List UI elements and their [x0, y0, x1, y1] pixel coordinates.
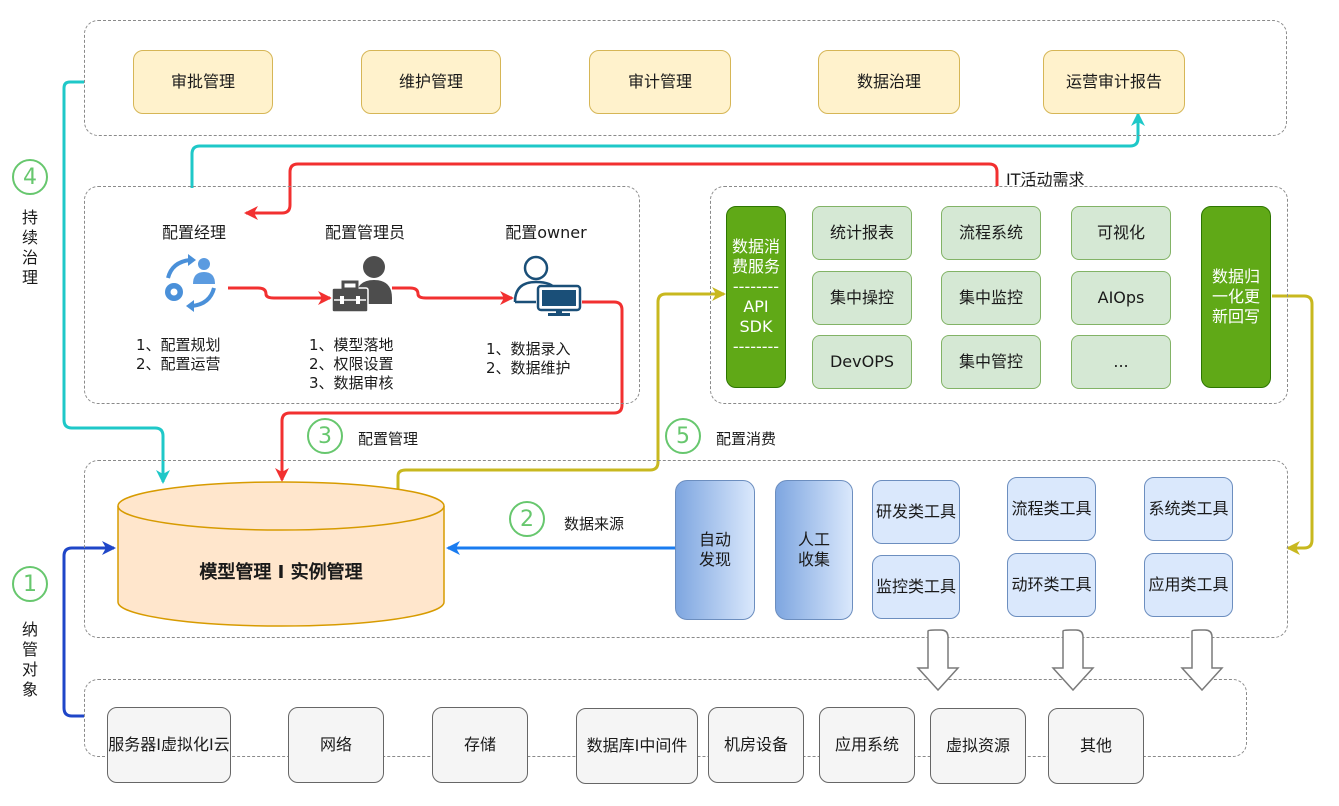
step-5-badge: 5: [665, 418, 701, 454]
tool-system[interactable]: 系统类工具: [1144, 477, 1233, 541]
consumer-central-control[interactable]: 集中管控: [941, 335, 1041, 389]
cmdb-database-label: 模型管理 I 实例管理: [199, 562, 363, 583]
object-datacenter-equipment[interactable]: 机房设备: [708, 707, 804, 783]
tool-application[interactable]: 应用类工具: [1144, 553, 1233, 617]
role-title-config-owner: 配置owner: [505, 223, 587, 242]
consumer-central-operation[interactable]: 集中操控: [812, 271, 912, 325]
consumer-aiops[interactable]: AIOps: [1071, 271, 1171, 325]
consumer-central-monitoring[interactable]: 集中监控: [941, 271, 1041, 325]
cmdb-database[interactable]: 模型管理 I 实例管理: [116, 480, 446, 630]
it-demand-label: IT活动需求: [1006, 170, 1085, 189]
object-application-system[interactable]: 应用系统: [819, 707, 915, 783]
role-title-config-admin: 配置管理员: [324, 223, 405, 242]
consumer-workflow-system[interactable]: 流程系统: [941, 206, 1041, 260]
manager-cycle-icon: [160, 252, 222, 314]
tool-rnd[interactable]: 研发类工具: [872, 480, 960, 544]
governance-item-ops-audit-report[interactable]: 运营审计报告: [1043, 50, 1185, 114]
data-consumption-service[interactable]: 数据消 费服务 -------- API SDK --------: [726, 206, 786, 388]
flow-1-label: 纳 管 对 象: [21, 620, 38, 699]
role-title-config-manager: 配置经理: [161, 223, 226, 242]
governance-item-maintenance[interactable]: 维护管理: [361, 50, 501, 114]
data-consumption-service-label: 数据消 费服务 -------- API SDK --------: [731, 237, 780, 356]
role-duties-config-owner: 1、数据录入 2、数据维护: [486, 340, 571, 377]
object-network[interactable]: 网络: [288, 707, 384, 783]
object-virtual-resource[interactable]: 虚拟资源: [930, 708, 1026, 784]
source-manual-collection[interactable]: 人工 收集: [775, 480, 853, 620]
governance-item-approval[interactable]: 审批管理: [133, 50, 273, 114]
object-others[interactable]: 其他: [1048, 708, 1144, 784]
roles-group: [84, 186, 640, 404]
step-2-badge: 2: [509, 501, 545, 537]
object-server-virtual-cloud[interactable]: 服务器I虚拟化I云: [107, 707, 231, 783]
step-1-badge: 1: [12, 566, 48, 602]
governance-item-data-governance[interactable]: 数据治理: [818, 50, 960, 114]
flow-2-label: 数据来源: [564, 515, 625, 533]
source-auto-discovery[interactable]: 自动 发现: [675, 480, 755, 620]
tool-monitoring[interactable]: 监控类工具: [872, 555, 960, 619]
governance-group: [84, 20, 1287, 136]
source-manual-collection-label: 人工 收集: [797, 530, 830, 569]
consumption-group: [710, 186, 1288, 404]
consumer-devops[interactable]: DevOPS: [812, 335, 912, 389]
data-writeback[interactable]: 数据归 一化更 新回写: [1201, 206, 1271, 388]
core-group: [84, 460, 1288, 638]
admin-toolbox-icon: [330, 254, 396, 314]
source-auto-discovery-label: 自动 发现: [698, 530, 731, 569]
object-database-middleware[interactable]: 数据库I中间件: [576, 708, 698, 784]
flow-4-label: 持 续 治 理: [21, 208, 38, 287]
role-duties-config-manager: 1、配置规划 2、配置运营: [136, 336, 221, 373]
object-storage[interactable]: 存储: [432, 707, 528, 783]
consumer-more[interactable]: ...: [1071, 335, 1171, 389]
consumer-stat-report[interactable]: 统计报表: [812, 206, 912, 260]
step-4-badge: 4: [12, 159, 48, 195]
step-3-badge: 3: [307, 418, 343, 454]
flow-3-label: 配置管理: [358, 430, 419, 448]
governance-item-audit[interactable]: 审计管理: [589, 50, 731, 114]
tool-workflow[interactable]: 流程类工具: [1007, 477, 1096, 541]
data-writeback-label: 数据归 一化更 新回写: [1211, 267, 1260, 326]
tool-facility[interactable]: 动环类工具: [1007, 553, 1096, 617]
role-duties-config-admin: 1、模型落地 2、权限设置 3、数据审核: [309, 336, 394, 392]
consumer-visualization[interactable]: 可视化: [1071, 206, 1171, 260]
user-computer-icon: [512, 254, 584, 316]
flow-5-label: 配置消费: [716, 430, 777, 448]
